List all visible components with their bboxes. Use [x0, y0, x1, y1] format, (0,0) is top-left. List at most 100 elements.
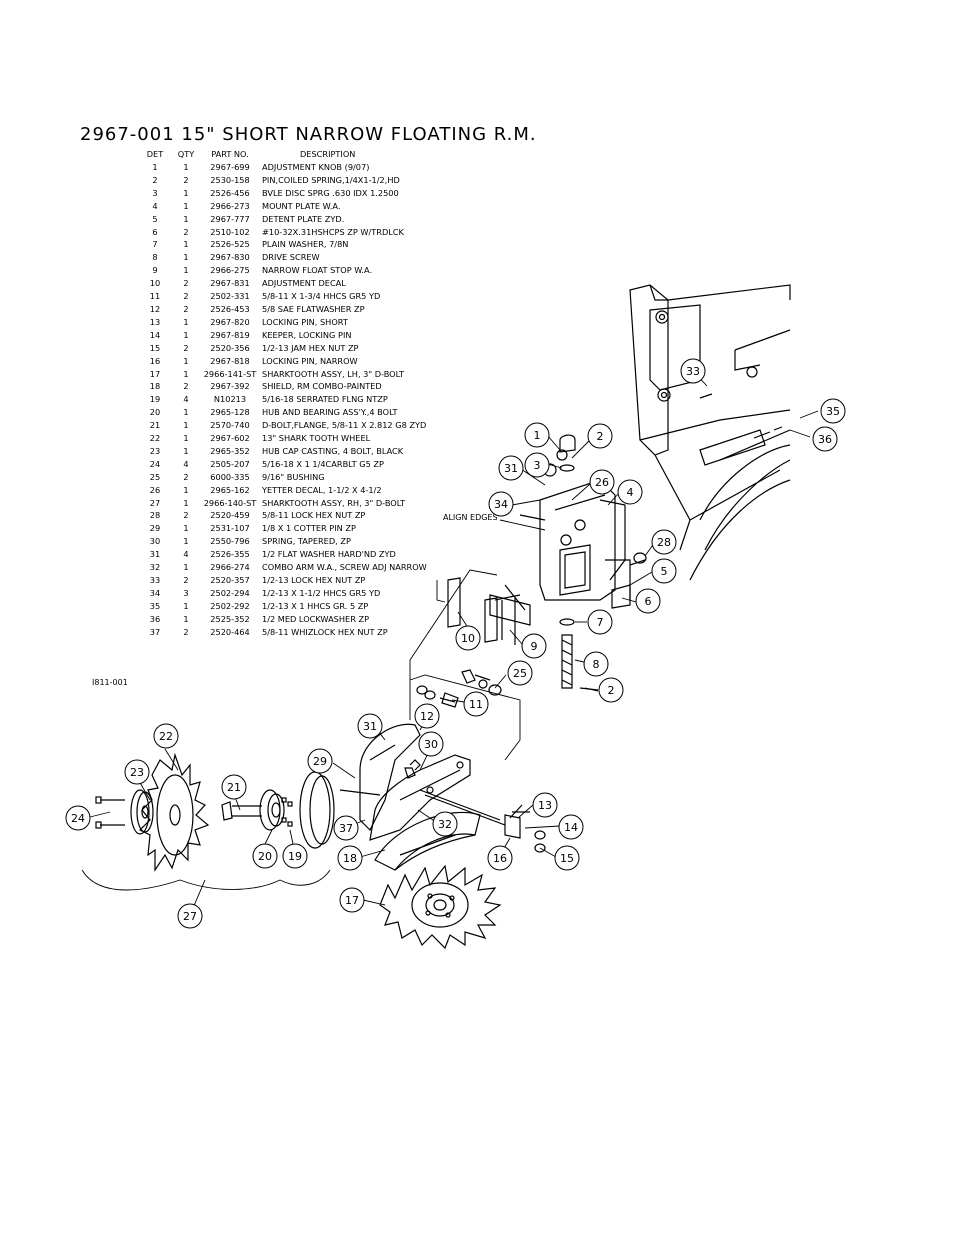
cell-part-no: 6000-335	[210, 471, 250, 482]
cell-part-no: 2965-128	[210, 407, 250, 418]
callout-17: 17	[339, 887, 365, 913]
cell-part-no: 2966-274	[210, 562, 250, 573]
cell-description: PLAIN WASHER, 7/8N	[262, 239, 349, 250]
cell-det: 6	[152, 226, 158, 237]
callout-circle	[524, 422, 550, 448]
cell-qty: 1	[183, 187, 189, 198]
callout-label: 36	[818, 433, 832, 446]
callout-20: 20	[252, 843, 278, 869]
cell-det: 18	[149, 381, 161, 392]
cell-part-no: 2966-273	[210, 200, 250, 211]
cell-det: 10	[149, 278, 161, 289]
callout-circle	[339, 887, 365, 913]
cell-part-no: 2550-796	[210, 536, 250, 547]
cell-part-no: 2520-356	[210, 342, 250, 353]
callout-label: 31	[504, 462, 518, 475]
callout-circle	[532, 792, 558, 818]
cell-part-no: 2526-525	[210, 239, 250, 250]
callout-5: 5	[651, 558, 677, 584]
cell-part-no: 2531-107	[210, 523, 250, 534]
cell-part-no: 2520-459	[210, 510, 250, 521]
callout-circle	[498, 455, 524, 481]
cell-det: 17	[149, 368, 161, 379]
callout-circle	[282, 843, 308, 869]
callout-circle	[635, 588, 661, 614]
cell-det: 37	[149, 626, 161, 637]
callout-2: 2	[587, 423, 613, 449]
cell-part-no: 2526-453	[210, 303, 250, 314]
cell-det: 5	[152, 213, 158, 224]
callout-9: 9	[521, 633, 547, 659]
header-part-no: PART NO.	[211, 149, 249, 159]
callout-label: 24	[71, 812, 85, 825]
cell-det: 14	[149, 329, 161, 340]
cell-det: 32	[149, 562, 161, 573]
callout-label: 32	[438, 818, 452, 831]
cell-part-no: 2965-352	[210, 445, 250, 456]
cell-qty: 1	[183, 252, 189, 263]
cell-description: SHIELD, RM COMBO-PAINTED	[262, 381, 382, 392]
cell-description: YETTER DECAL, 1-1/2 X 4-1/2	[262, 484, 382, 495]
callout-label: 11	[469, 698, 483, 711]
drawing-id: I811-001	[92, 678, 128, 687]
parts-table-header: DET QTY PART NO. DESCRIPTION	[138, 148, 427, 161]
cell-det: 23	[149, 445, 161, 456]
callout-6: 6	[635, 588, 661, 614]
callout-circle	[307, 748, 333, 774]
cell-description: SHARKTOOTH ASSY, LH, 3" D-BOLT	[262, 368, 405, 379]
callout-27: 27	[177, 903, 203, 929]
callout-circle	[617, 479, 643, 505]
cell-part-no: 2967-602	[210, 433, 250, 444]
cell-det: 33	[149, 575, 161, 585]
callout-label: 34	[494, 498, 508, 511]
cell-qty: 1	[183, 200, 189, 211]
callout-circle	[820, 398, 846, 424]
cell-part-no: 2502-292	[210, 600, 250, 611]
callout-label: 8	[593, 658, 600, 671]
callout-circle	[558, 814, 584, 840]
callout-35: 35	[820, 398, 846, 424]
cell-description: DETENT PLATE ZYD.	[262, 213, 345, 224]
callout-label: 2	[597, 430, 604, 443]
cell-qty: 1	[183, 355, 189, 366]
cell-part-no: 2967-699	[210, 162, 250, 172]
cell-description: 5/8 SAE FLATWASHER ZP	[262, 303, 365, 314]
cell-det: 3	[152, 187, 158, 198]
callout-circle	[65, 805, 91, 831]
cell-det: 2	[152, 174, 158, 185]
callout-37: 37	[333, 815, 359, 841]
callout-label: 16	[493, 852, 507, 865]
cell-part-no: 2526-355	[210, 549, 250, 560]
cell-det: 19	[149, 394, 161, 405]
callout-circle	[455, 625, 481, 651]
cell-description: HUB AND BEARING ASS'Y.,4 BOLT	[262, 407, 398, 418]
cell-part-no: 2502-331	[210, 291, 250, 302]
callout-30: 30	[418, 731, 444, 757]
header-qty: QTY	[177, 149, 195, 159]
cell-det: 9	[152, 265, 158, 276]
header-det: DET	[146, 149, 164, 159]
callout-circle	[177, 903, 203, 929]
callout-12: 12	[414, 703, 440, 729]
cell-description: ADJUSTMENT DECAL	[262, 278, 346, 289]
cell-qty: 2	[183, 381, 189, 392]
callout-circle	[587, 423, 613, 449]
cell-part-no: 2967-831	[210, 278, 250, 289]
cell-part-no: 2530-158	[210, 174, 250, 185]
cell-part-no: 2520-357	[210, 575, 250, 585]
callout-circle	[598, 677, 624, 703]
cell-qty: 2	[183, 226, 189, 237]
cell-description: SPRING, TAPERED, ZP	[262, 536, 351, 547]
callout-circle	[680, 358, 706, 384]
cell-det: 7	[152, 239, 158, 250]
callout-24: 24	[65, 805, 91, 831]
